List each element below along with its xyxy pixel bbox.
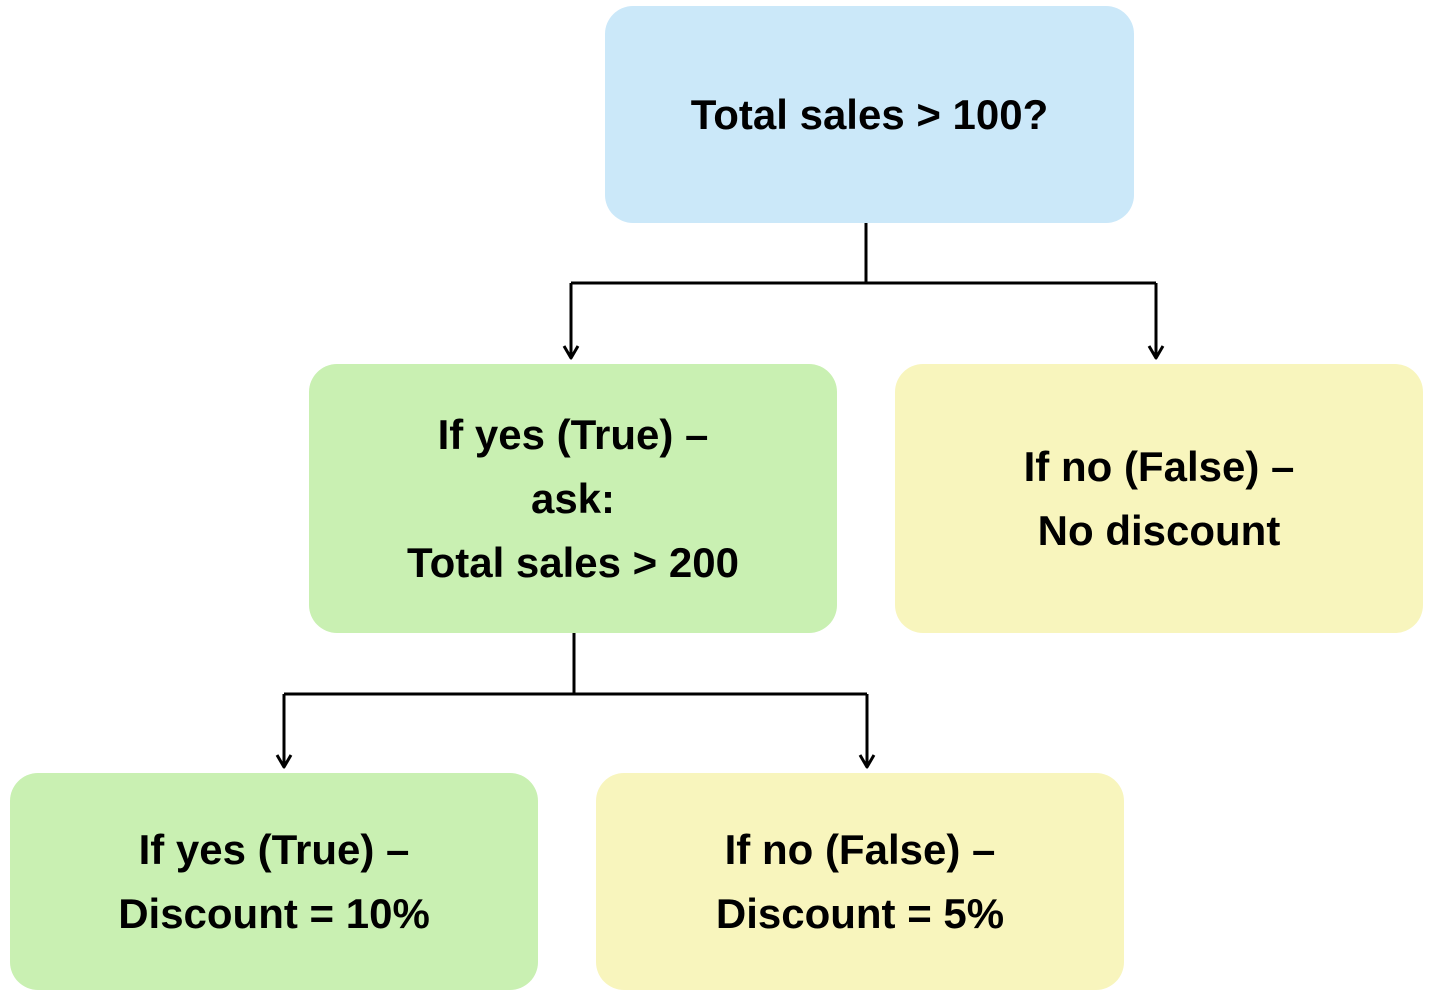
node-text-line: If yes (True) – — [437, 410, 709, 458]
node-text-line: Discount = 5% — [715, 889, 1005, 937]
node-discount-10-percent: If yes (True) – Discount = 10% — [10, 773, 538, 990]
node-text-line: Discount = 10% — [118, 889, 430, 937]
node-text-line: Total sales > 100? — [690, 90, 1049, 138]
node-text-line: Total sales > 200 — [407, 538, 739, 586]
node-text-line: If no (False) – — [724, 825, 996, 873]
node-no-false-no-discount: If no (False) – No discount — [895, 364, 1423, 633]
node-text-line: If yes (True) – — [138, 825, 410, 873]
node-text-line: ask: — [530, 474, 616, 522]
node-root-question: Total sales > 100? — [605, 6, 1134, 223]
node-discount-5-percent: If no (False) – Discount = 5% — [596, 773, 1124, 990]
node-yes-true-ask: If yes (True) – ask: Total sales > 200 — [309, 364, 837, 633]
node-text-line: If no (False) – — [1023, 442, 1295, 490]
node-text-line: No discount — [1037, 506, 1281, 554]
